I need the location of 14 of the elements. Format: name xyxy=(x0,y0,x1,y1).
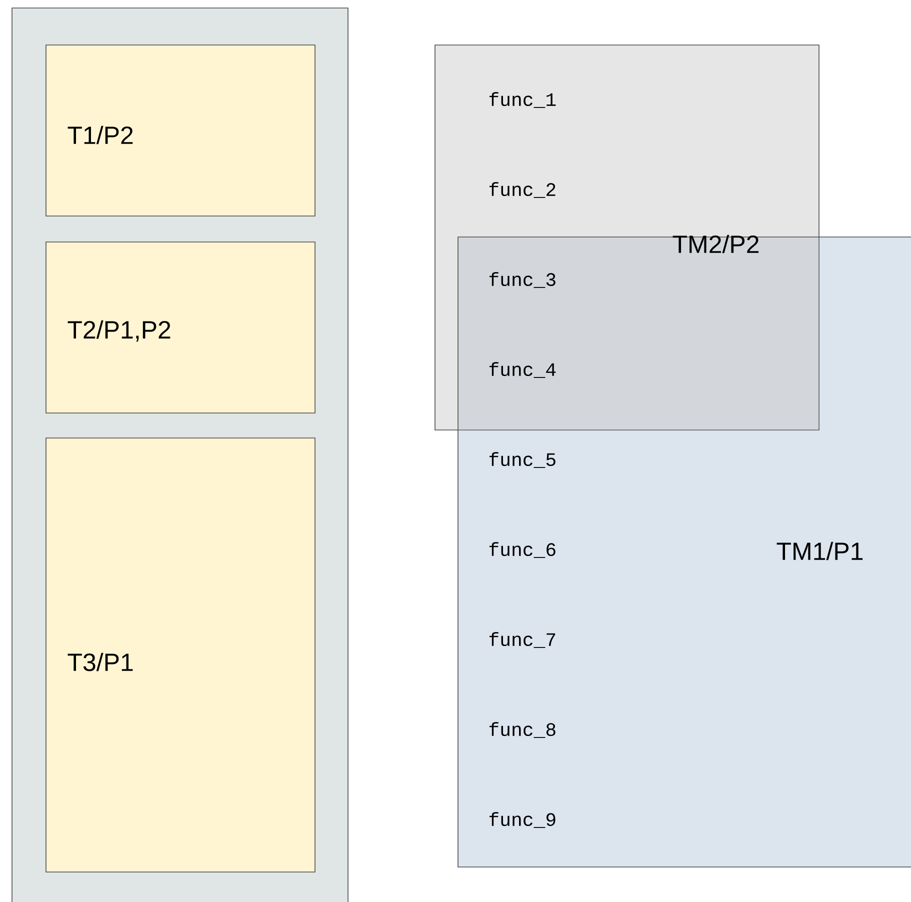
function-label: func_9 xyxy=(490,812,556,828)
function-label: func_6 xyxy=(490,542,556,558)
box-label: TM1/P1 xyxy=(776,542,863,560)
function-label: func_1 xyxy=(490,92,556,108)
box-label: TM2/P2 xyxy=(672,234,758,254)
function-label: func_3 xyxy=(490,272,556,288)
function-label: func_4 xyxy=(490,362,556,378)
function-label: func_7 xyxy=(490,632,556,648)
box-label: T2/P1,P2 xyxy=(68,320,170,342)
function-label: func_5 xyxy=(490,452,556,468)
function-label: func_8 xyxy=(490,722,556,738)
box-label: T3/P1 xyxy=(68,652,133,672)
box-label: T1/P2 xyxy=(68,126,133,144)
function-label: func_2 xyxy=(490,182,556,198)
